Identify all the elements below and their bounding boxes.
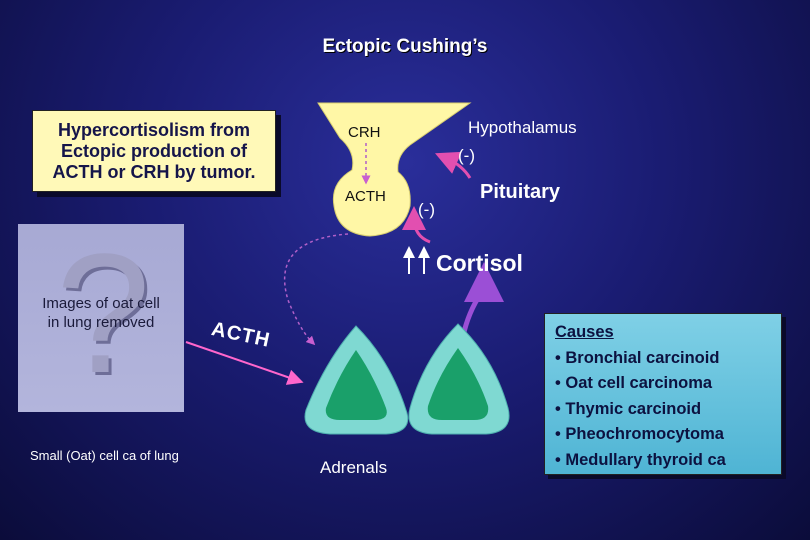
cortisol-label: Cortisol [436,250,523,276]
pituitary-label: Pituitary [480,181,561,203]
feedback-arrow-hypothalamus [435,151,472,179]
tumor-acth-arrow [185,341,304,385]
negative-feedback-label-2: (-) [418,200,435,219]
slide-title: Ectopic Cushing’s [322,36,488,57]
feedback-arrow-pituitary [402,206,431,244]
hyper-line-1: Hypercortisolism from [57,119,251,140]
image-note-line-1: Images of oat cell [42,295,160,312]
cause-item: • Medullary thyroid ca [555,450,726,469]
image-removed-note: Images of oat cell in lung removed [18,294,184,332]
negative-feedback-label-1: (-) [458,146,475,165]
cause-item: • Oat cell carcinoma [555,374,713,392]
hypothalamus-label: Hypothalamus [468,118,577,137]
acth-pituitary-label: ACTH [345,188,386,205]
hyper-line-2: Ectopic production of [60,140,247,161]
cause-item: • Pheochromocytoma [555,425,724,443]
hypothalamus-pituitary-shape [317,102,472,237]
hyper-line-3: ACTH or CRH by tumor. [52,161,256,182]
hypercortisolism-box: Hypercortisolism from Ectopic production… [32,110,276,192]
acth-to-adrenals-dashed [283,233,349,346]
cause-item: • Bronchial carcinoid [555,348,720,367]
causes-heading: Causes [555,323,614,341]
question-mark-icon: ? [56,219,151,409]
image-note-line-2: in lung removed [47,314,155,331]
adrenals-label: Adrenals [320,458,388,477]
cortisol-arrow [459,262,504,343]
image-caption: Small (Oat) cell ca of lung [30,448,179,463]
image-placeholder [18,224,184,412]
causes-box: Causes • Bronchial carcinoid • Oat cell … [544,313,782,475]
crh-label: CRH [348,124,381,141]
cause-item: • Thymic carcinoid [555,399,702,418]
